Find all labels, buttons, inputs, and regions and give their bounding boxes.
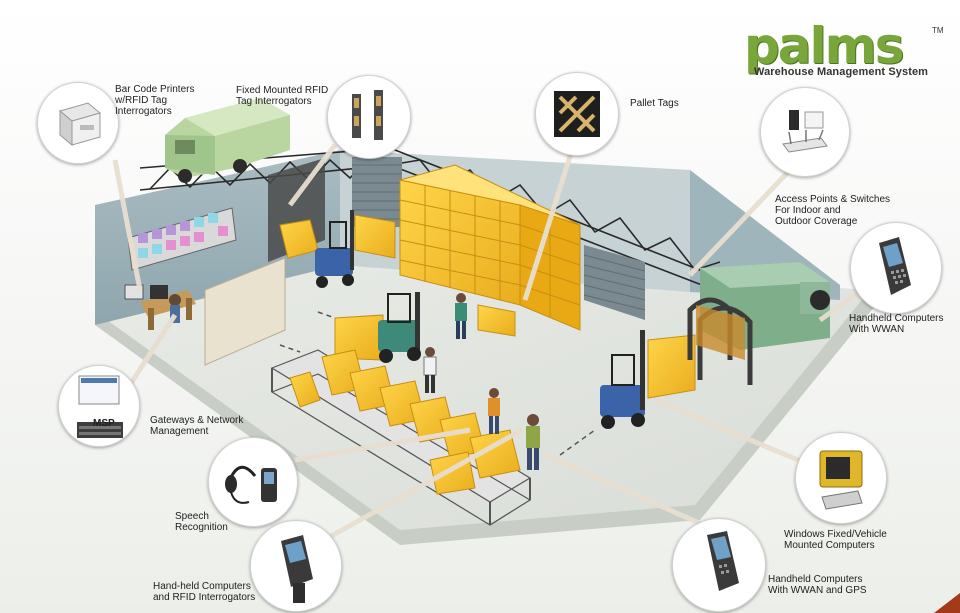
label-handheld-rfid: Hand-held Computers and RFID Interrogato… <box>153 581 255 603</box>
label-fixed-rfid: Fixed Mounted RFID Tag Interrogators <box>236 85 328 107</box>
label-vehicle-computers: Windows Fixed/Vehicle Mounted Computers <box>784 529 887 551</box>
rfid-handheld-icon <box>251 521 341 611</box>
label-msp: MSP <box>93 418 115 429</box>
corner-curl-icon <box>934 593 960 613</box>
barcode-printer-icon <box>38 83 118 163</box>
palms-logo: palms TM Warehouse Management System <box>742 24 942 82</box>
logo-trademark: TM <box>932 26 944 35</box>
server-rack-icon <box>59 366 139 446</box>
label-handheld-wwan: Handheld Computers With WWAN <box>849 313 944 335</box>
label-gateways: Gateways & Network Management <box>150 415 243 437</box>
access-point-icon <box>761 88 849 176</box>
callout-fixed-rfid <box>327 75 411 159</box>
label-access-points: Access Points & Switches For Indoor and … <box>775 194 890 227</box>
callout-handheld-rfid <box>250 520 342 612</box>
label-handheld-gps: Handheld Computers With WWAN and GPS <box>768 574 867 596</box>
callout-vehicle-computers <box>795 432 887 524</box>
callout-handheld-wwan <box>850 222 942 314</box>
callout-gateways <box>58 365 140 447</box>
handheld-computer-icon <box>851 223 941 313</box>
label-barcode-printers: Bar Code Printers w/RFID Tag Interrogato… <box>115 84 194 117</box>
logo-subtitle: Warehouse Management System <box>754 66 928 78</box>
callout-access-points <box>760 87 850 177</box>
rfid-portal-icon <box>328 76 410 158</box>
vehicle-terminal-icon <box>796 433 886 523</box>
pallet-tag-icon <box>536 73 618 155</box>
callout-handheld-gps <box>672 518 766 612</box>
callout-barcode-printer <box>37 82 119 164</box>
label-pallet-tags: Pallet Tags <box>630 98 679 109</box>
gps-handheld-icon <box>673 519 765 611</box>
label-speech: Speech Recognition <box>175 511 228 533</box>
callout-pallet-tags <box>535 72 619 156</box>
